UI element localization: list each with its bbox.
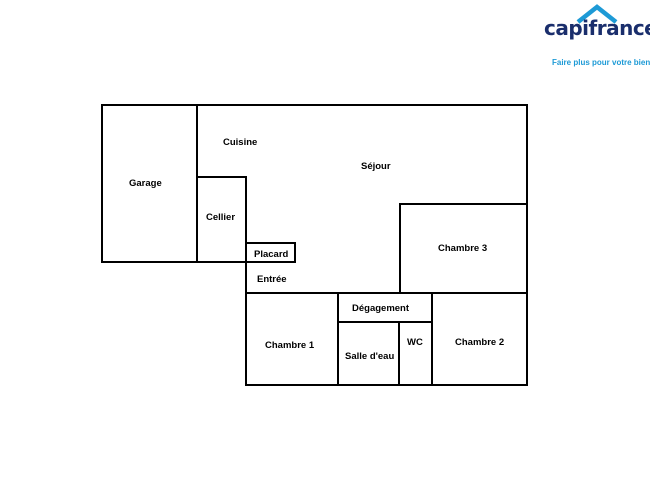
chambre3-room (399, 203, 528, 294)
room-label-wc: WC (407, 337, 423, 348)
room-label-chambre3: Chambre 3 (438, 243, 487, 254)
room-label-cellier: Cellier (206, 212, 235, 223)
room-label-degagement: Dégagement (352, 303, 410, 314)
room-label-placard: Placard (254, 249, 289, 260)
room-label-cuisine: Cuisine (223, 137, 257, 148)
room-label-sejour: Séjour (361, 161, 391, 172)
placard-room (245, 242, 296, 263)
room-label-chambre2: Chambre 2 (455, 337, 504, 348)
room-label-chambre1: Chambre 1 (265, 340, 315, 351)
house-roof-icon (576, 4, 618, 24)
capifrance-logo (540, 2, 648, 74)
logo-brand: capifrance (544, 16, 650, 40)
room-label-salle-eau: Salle d'eau (345, 351, 394, 362)
sejour-wall (196, 104, 528, 205)
cellier-room (196, 176, 247, 263)
room-label-entree: Entrée (257, 274, 287, 285)
logo-tagline: Faire plus pour votre bien (552, 58, 650, 67)
room-label-garage: Garage (129, 178, 162, 189)
